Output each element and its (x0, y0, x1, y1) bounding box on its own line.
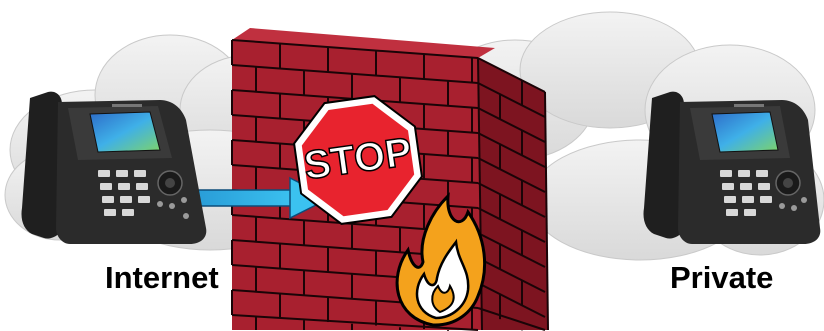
left-desk-phone (21, 91, 207, 244)
stop-sign (293, 95, 423, 225)
right-desk-phone (643, 91, 821, 244)
internet-label: Internet (105, 260, 219, 295)
flame-icon (395, 192, 487, 327)
private-label: Private (670, 260, 774, 295)
